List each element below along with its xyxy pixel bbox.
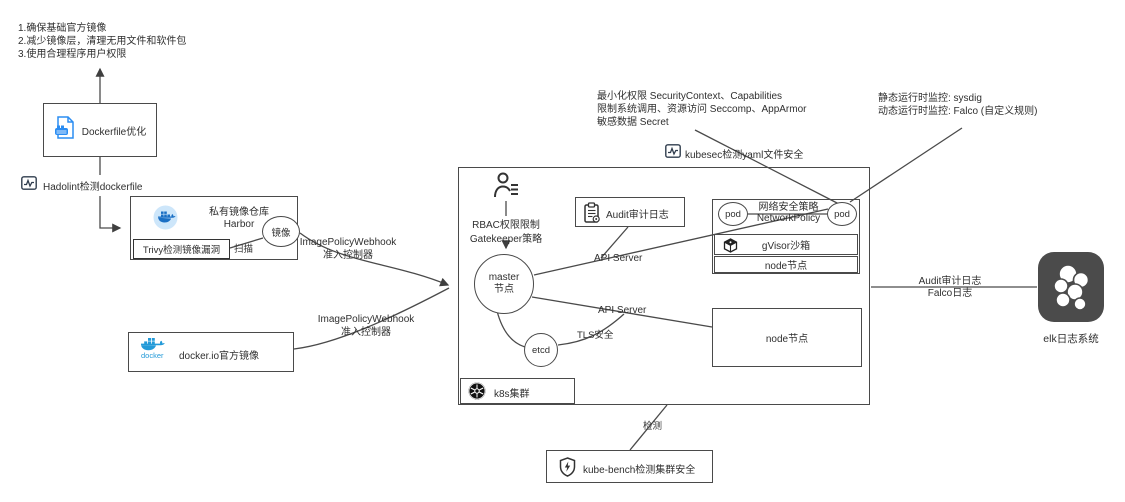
network-policy-label: 网络安全策略 NetworkPolicy xyxy=(750,202,827,224)
tls-label: TLS安全 xyxy=(577,330,614,341)
webhook-label-2: ImagePolicyWebhook 准入控制器 xyxy=(306,314,426,339)
gvisor-cube-icon xyxy=(723,238,738,258)
harbor-title: 私有镜像仓库 Harbor xyxy=(183,206,295,232)
node1-row: node节点 xyxy=(714,256,858,273)
pod-label: pod xyxy=(725,208,741,220)
rbac-line2: Gatekeeper策略 xyxy=(469,234,543,245)
kubebench-label: kube-bench检测集群安全 xyxy=(583,465,696,476)
trivy-box: Trivy检测镜像漏洞 xyxy=(133,239,230,259)
webhook1-cn: 准入控制器 xyxy=(323,249,373,261)
trivy-label: Trivy检测镜像漏洞 xyxy=(142,245,221,256)
k8s-cluster-box xyxy=(458,167,870,405)
lint-pulse-icon xyxy=(21,176,37,195)
netpol-en: NetworkPolicy xyxy=(756,213,821,224)
webhook1-en: ImagePolicyWebhook xyxy=(299,237,397,248)
kubesec-text: kubesec检测yaml文件安全 xyxy=(685,150,804,161)
tip-line: 1.确保基础官方镜像 xyxy=(18,23,107,34)
harbor-title-cn: 私有镜像仓库 xyxy=(209,207,269,218)
dockerio-label: docker.io官方镜像 xyxy=(179,351,260,362)
pod-right-ellipse: pod xyxy=(827,202,857,226)
user-policy-icon xyxy=(490,170,522,207)
k8s-label: k8s集群 xyxy=(494,389,530,400)
pod-label: pod xyxy=(834,208,850,220)
shield-bolt-icon xyxy=(559,457,576,482)
image-label: 镜像 xyxy=(271,227,291,239)
tip-line: 3.使用合理程序用户权限 xyxy=(18,49,127,60)
node1-box xyxy=(712,199,860,274)
logs-to-elk-label: Audit审计日志 Falco日志 xyxy=(905,276,995,300)
harbor-box: 私有镜像仓库 Harbor xyxy=(130,196,298,260)
security-context-notes: 最小化权限 SecurityContext、Capabilities 限制系统调… xyxy=(597,90,806,129)
image-ellipse: 镜像 xyxy=(262,216,300,247)
elastic-logo-icon xyxy=(1038,252,1104,322)
falco-log-line: Falco日志 xyxy=(927,288,973,299)
seccontext-line: 最小化权限 SecurityContext、Capabilities xyxy=(597,91,783,102)
dockerfile-tips: 1.确保基础官方镜像 2.减少镜像层，清理无用文件和软件包 3.使用合理程序用户… xyxy=(18,22,186,61)
detect-label: 检测 xyxy=(643,421,663,432)
etcd-circle: etcd xyxy=(524,333,558,367)
runtime-line: 静态运行时监控: sysdig xyxy=(878,93,982,104)
kubesec-pulse-icon xyxy=(665,144,681,163)
audit-log-line: Audit审计日志 xyxy=(918,276,982,287)
elk-label-text: elk日志系统 xyxy=(1043,333,1099,345)
kubebench-box: kube-bench检测集群安全 xyxy=(546,450,713,483)
kubesec-label: kubesec检测yaml文件安全 xyxy=(665,144,803,163)
gvisor-box: gVisor沙箱 xyxy=(714,234,858,255)
node-label: node节点 xyxy=(764,261,808,272)
rbac-label: RBAC权限限制 Gatekeeper策略 xyxy=(448,219,564,247)
pod-left-ellipse: pod xyxy=(718,202,748,226)
dockerfile-icon xyxy=(54,115,76,145)
master-line2: 节点 xyxy=(494,284,514,295)
audit-log-box: Audit审计日志 xyxy=(575,197,685,227)
master-line1: master xyxy=(488,272,520,283)
seccontext-line: 限制系统调用、资源访问 Seccomp、AppArmor xyxy=(597,104,807,115)
dockerfile-box: Dockerfile优化 xyxy=(43,103,157,157)
scan-label: 扫描 xyxy=(234,244,254,255)
runtime-line: 动态运行时监控: Falco (自定义规则) xyxy=(878,106,1038,117)
hadolint-text: Hadolint检测dockerfile xyxy=(43,182,143,193)
node-label: node节点 xyxy=(765,334,809,345)
k8s-wheel-icon xyxy=(468,382,486,405)
harbor-title-en: Harbor xyxy=(223,219,255,230)
docker-logo-text: docker xyxy=(141,351,164,360)
webhook2-cn: 准入控制器 xyxy=(341,326,391,338)
netpol-cn: 网络安全策略 xyxy=(758,202,819,213)
harbor-docker-icon xyxy=(153,205,178,235)
dockerio-box: docker docker.io官方镜像 xyxy=(128,332,294,372)
seccontext-line: 敏感数据 Secret xyxy=(597,117,669,128)
audit-clipboard-icon xyxy=(583,202,601,229)
hadolint-label: Hadolint检测dockerfile xyxy=(18,175,146,196)
webhook2-en: ImagePolicyWebhook xyxy=(317,314,415,325)
runtime-monitor-notes: 静态运行时监控: sysdig 动态运行时监控: Falco (自定义规则) xyxy=(878,92,1037,118)
webhook-label-1: ImagePolicyWebhook 准入控制器 xyxy=(288,237,408,262)
rbac-line1: RBAC权限限制 xyxy=(472,220,540,231)
gvisor-label: gVisor沙箱 xyxy=(761,241,811,252)
api-server-label-2: API Server xyxy=(598,305,647,316)
node2-box: node节点 xyxy=(712,308,862,367)
elk-label: elk日志系统 xyxy=(1032,331,1110,346)
audit-label: Audit审计日志 xyxy=(606,210,669,221)
docker-logo-icon: docker xyxy=(139,337,173,366)
tip-line: 2.减少镜像层，清理无用文件和软件包 xyxy=(18,36,187,47)
k8s-label-box: k8s集群 xyxy=(460,378,575,404)
api-server-label-1: API Server xyxy=(594,253,643,264)
master-node-circle: master 节点 xyxy=(474,254,534,314)
dockerfile-label: Dockerfile优化 xyxy=(81,126,147,138)
etcd-label: etcd xyxy=(532,344,550,356)
